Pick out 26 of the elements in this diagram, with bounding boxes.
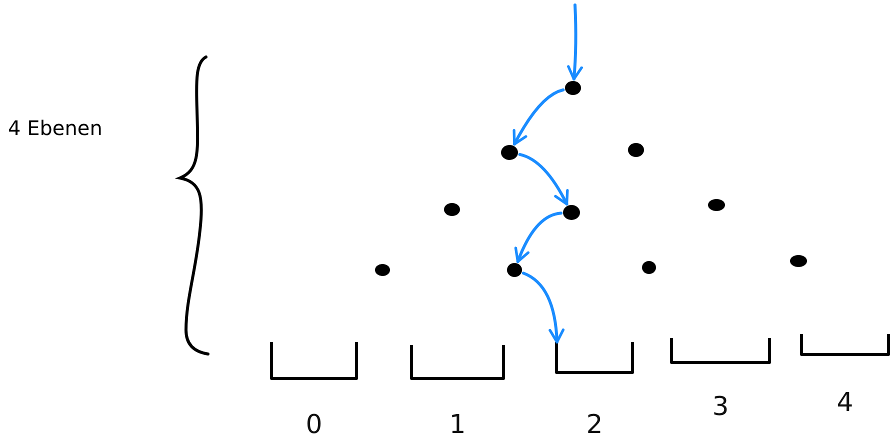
bin-number: 0: [304, 410, 324, 440]
peg-dot: [507, 263, 522, 277]
peg-dot: [708, 199, 725, 211]
level-label: 4 Ebenen: [8, 116, 102, 140]
peg-dot: [375, 264, 390, 276]
bin-outline: [270, 342, 358, 380]
bin-number: 2: [585, 410, 604, 440]
arrow: [514, 212, 563, 264]
peg-dot: [444, 203, 460, 216]
peg-dot: [501, 145, 518, 160]
arrow: [512, 88, 565, 146]
arrow: [518, 152, 569, 206]
peg-dot: [565, 81, 581, 95]
arrow: [522, 272, 564, 344]
bin-number: 4: [836, 388, 854, 418]
peg-dot: [628, 143, 644, 157]
peg-dot: [790, 255, 807, 267]
bin-number: 3: [711, 392, 730, 422]
peg-dot: [642, 261, 656, 274]
bin-outline: [800, 334, 890, 356]
bin-outline: [555, 342, 634, 374]
peg-dot: [563, 205, 580, 220]
bin-outline: [410, 345, 505, 380]
bin-outline: [670, 338, 771, 364]
arrow: [566, 4, 583, 81]
bin-number: 1: [448, 410, 467, 440]
